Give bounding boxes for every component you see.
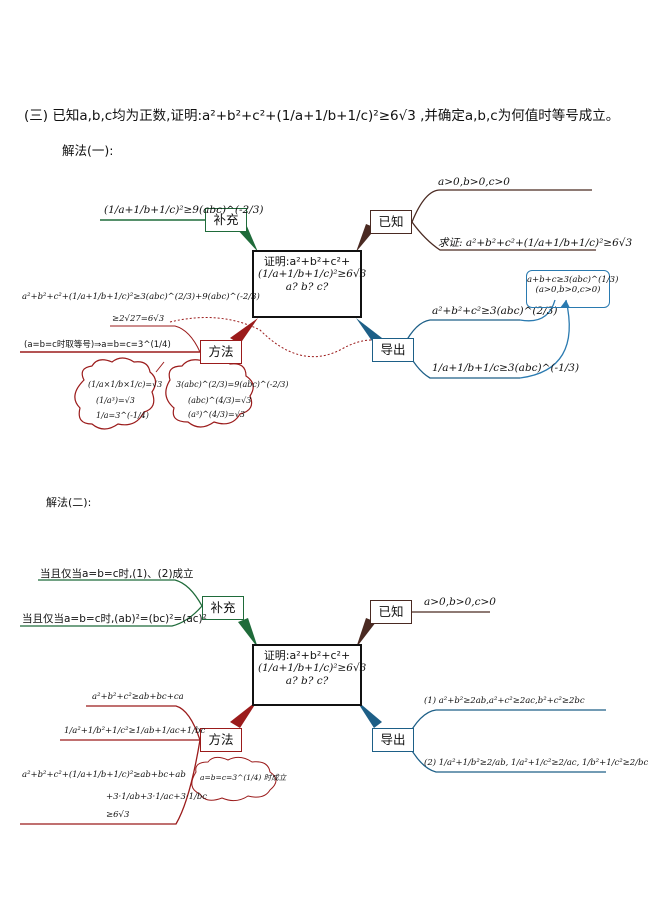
m2-method-item-1: a²+b²+c²≥ab+bc+ca — [92, 692, 184, 702]
cloud-left-3: 1/a=3^(-1/4) — [96, 411, 149, 420]
note-line2: (a>0,b>0,c>0) — [535, 285, 601, 295]
method1-node-supplement: 补充 — [205, 208, 247, 232]
cloud-left-2: (1/a³)=√3 — [96, 396, 135, 405]
m2-method-item-4: +3·1/ab+3·1/ac+3·1/bc — [106, 792, 208, 802]
center-line3: a? b? c? — [285, 280, 329, 293]
method2-node-derive: 导出 — [372, 728, 414, 752]
cloud-right-1: 3(abc)^(2/3)=9(abc)^(-2/3) — [176, 380, 289, 389]
method1-center-box: 证明:a²+b²+c²+ (1/a+1/b+1/c)²≥6√3 a? b? c? — [252, 250, 367, 318]
supplement-item-1: (1/a+1/b+1/c)²≥9(abc)^(-2/3) — [104, 204, 264, 216]
m2-known-item-1: a>0,b>0,c>0 — [424, 596, 496, 608]
m2-method-item-2: 1/a²+1/b²+1/c²≥1/ab+1/ac+1/bc — [64, 726, 206, 736]
m2-derive-item-1: (1) a²+b²≥2ab,a²+c²≥2ac,b²+c²≥2bc — [424, 696, 585, 706]
m2-derive-item-2: (2) 1/a²+1/b²≥2/ab, 1/a²+1/c²≥2/ac, 1/b²… — [424, 758, 648, 768]
note-line1: a+b+c≥3(abc)^(1/3) — [527, 275, 619, 285]
cloud-right-3: (a³)^(4/3)=√3 — [188, 410, 245, 419]
method1-node-method: 方法 — [200, 340, 242, 364]
note-box: a+b+c≥3(abc)^(1/3) (a>0,b>0,c>0) — [526, 270, 619, 308]
method-item-3: (a=b=c时取等号)⇒a=b=c=3^(1/4) — [24, 340, 171, 350]
method-item-2: ≥2√27=6√3 — [112, 314, 165, 324]
method1-heading: 解法(一): — [62, 143, 114, 158]
m2-cloud-text: a=b=c=3^(1/4) 时成立 — [200, 773, 287, 782]
derive-item-1: a²+b²+c²≥3(abc)^(2/3) — [432, 305, 558, 317]
method2-node-method: 方法 — [200, 728, 242, 752]
method1-node-derive: 导出 — [372, 338, 414, 362]
method2-heading: 解法(二): — [46, 496, 92, 509]
center2-line2: (1/a+1/b+1/c)²≥6√3 — [258, 662, 367, 675]
m2-method-item-5: ≥6√3 — [106, 810, 130, 820]
method2-center-box: 证明:a²+b²+c²+ (1/a+1/b+1/c)²≥6√3 a? b? c? — [252, 644, 367, 706]
m2-supplement-item-1: 当且仅当a=b=c时,(1)、(2)成立 — [40, 568, 194, 580]
cloud-right-2: (abc)^(4/3)=√3 — [188, 396, 252, 405]
method-item-1: a²+b²+c²+(1/a+1/b+1/c)²≥3(abc)^(2/3)+9(a… — [22, 292, 260, 302]
center-line1: 证明:a²+b²+c²+ — [263, 255, 351, 268]
m2-method-item-3: a²+b²+c²+(1/a+1/b+1/c)²≥ab+bc+ab — [22, 770, 186, 780]
known-item-1: a>0,b>0,c>0 — [438, 176, 510, 188]
center2-line1: 证明:a²+b²+c²+ — [263, 649, 351, 662]
method1-node-known: 已知 — [370, 210, 412, 234]
method2-node-supplement: 补充 — [202, 596, 244, 620]
method2-node-known: 已知 — [370, 600, 412, 624]
known-item-2: 求证: a²+b²+c²+(1/a+1/b+1/c)²≥6√3 — [438, 237, 633, 249]
center-line2: (1/a+1/b+1/c)²≥6√3 — [258, 268, 367, 281]
derive-item-2: 1/a+1/b+1/c≥3(abc)^(-1/3) — [432, 362, 580, 374]
m2-supplement-item-2: 当且仅当a=b=c时,(ab)²=(bc)²=(ac)² — [22, 613, 207, 625]
cloud-left-1: (1/a×1/b×1/c)=√3 — [88, 380, 163, 389]
center2-line3: a? b? c? — [285, 674, 329, 687]
problem-statement: (三) 已知a,b,c均为正数,证明:a²+b²+c²+(1/a+1/b+1/c… — [24, 108, 620, 124]
